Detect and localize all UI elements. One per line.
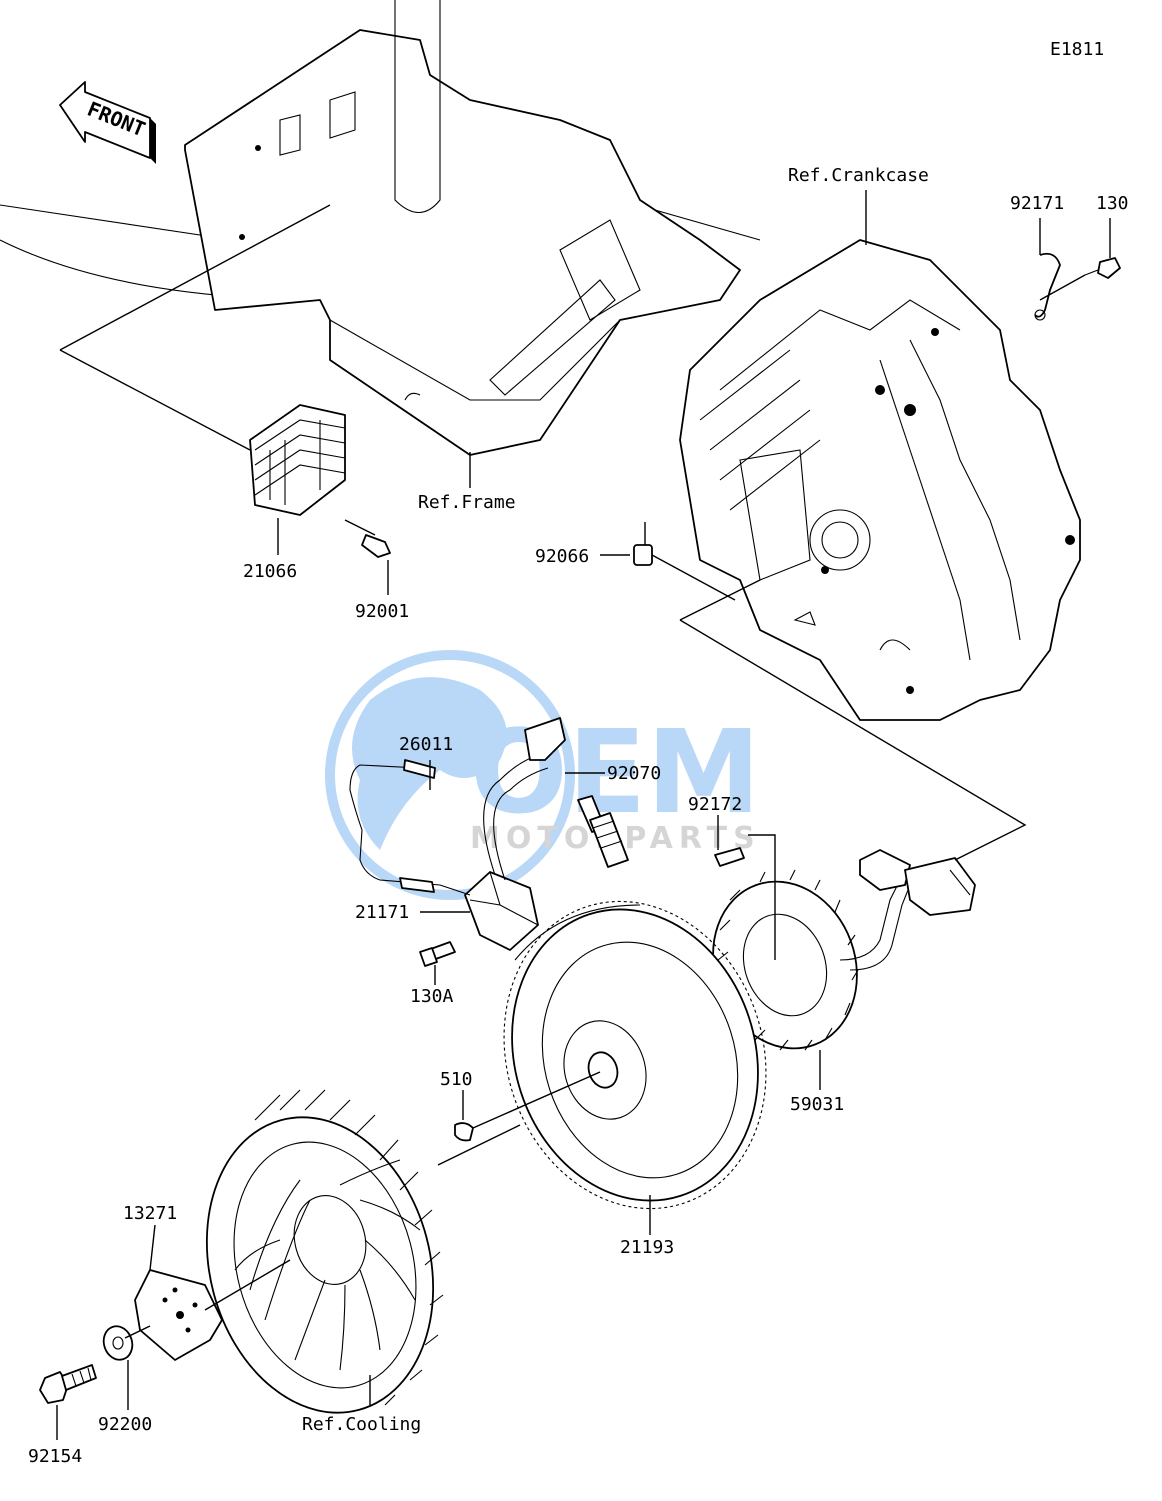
- label-92172: 92172: [688, 794, 742, 815]
- plate-13271: [134, 1269, 223, 1361]
- spark-plug-92070: [577, 795, 629, 868]
- washer-92200: [102, 1325, 134, 1361]
- label-92066: 92066: [535, 546, 589, 567]
- flywheel-21193: [503, 900, 767, 1210]
- label-13271: 13271: [123, 1203, 177, 1224]
- clamp-92171: [1034, 252, 1061, 321]
- label-21193: 21193: [620, 1237, 674, 1258]
- regulator-21066: [249, 404, 346, 516]
- label-92070: 92070: [607, 763, 661, 784]
- labels: Ref.Frame Ref.Crankcase Ref.Cooling 9217…: [28, 165, 1129, 1467]
- watermark-brand: OEM: [470, 706, 761, 840]
- bolt-130A: [419, 941, 456, 967]
- watermark: OEM MOTORPARTS: [325, 650, 761, 900]
- key-510: [454, 1122, 474, 1142]
- plug-92066: [633, 544, 653, 566]
- ground-wire: [349, 764, 471, 896]
- bolt-130: [1084, 257, 1121, 279]
- connector-59031: [859, 849, 976, 916]
- diagram-code: E1811: [1050, 39, 1104, 60]
- label-21066: 21066: [243, 561, 297, 582]
- label-21171: 21171: [355, 902, 409, 923]
- bolt-92154: [39, 1364, 97, 1404]
- ignition-coil-21171: [464, 717, 566, 951]
- front-arrow-icon: FRONT: [59, 81, 156, 164]
- ref-frame-label: Ref.Frame: [418, 492, 516, 513]
- label-92001: 92001: [355, 601, 409, 622]
- label-92154: 92154: [28, 1446, 82, 1467]
- crankcase-assembly: [679, 239, 1081, 721]
- ref-cooling-label: Ref.Cooling: [302, 1414, 421, 1435]
- label-510: 510: [440, 1069, 473, 1090]
- bolt-92001: [361, 534, 391, 558]
- watermark-globe: [325, 650, 575, 900]
- cooling-fan: [205, 1089, 444, 1414]
- label-130: 130: [1096, 193, 1129, 214]
- label-59031: 59031: [790, 1094, 844, 1115]
- label-130A: 130A: [410, 986, 454, 1007]
- label-92171: 92171: [1010, 193, 1064, 214]
- bolt-92172: [714, 847, 745, 867]
- label-92200: 92200: [98, 1414, 152, 1435]
- wire-terminal-26011: [403, 759, 436, 779]
- frame-assembly: [0, 0, 761, 456]
- ref-crankcase-label: Ref.Crankcase: [788, 165, 929, 186]
- label-26011: 26011: [399, 734, 453, 755]
- leader-lines: [56, 190, 1111, 1440]
